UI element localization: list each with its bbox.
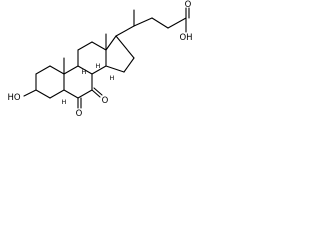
stereo-h-labels: H H H H [62, 62, 115, 106]
h5-label: H [62, 98, 67, 106]
ring-hydroxyl-label: HO [7, 93, 20, 103]
ketone-6-label: O [76, 109, 83, 119]
atom-labels: O OH HO O O [7, 0, 192, 119]
bond-lines [23, 7, 190, 109]
carboxyl-oxygen-label: O [185, 0, 192, 10]
ketone-7-label: O [102, 96, 109, 106]
acid-hydroxyl-label: OH [179, 33, 192, 43]
h8-label: H [96, 62, 101, 70]
molecule-structure: O OH HO O O H H H H [7, 0, 192, 119]
h14-label: H [110, 74, 115, 82]
h9-label: H [82, 68, 87, 76]
